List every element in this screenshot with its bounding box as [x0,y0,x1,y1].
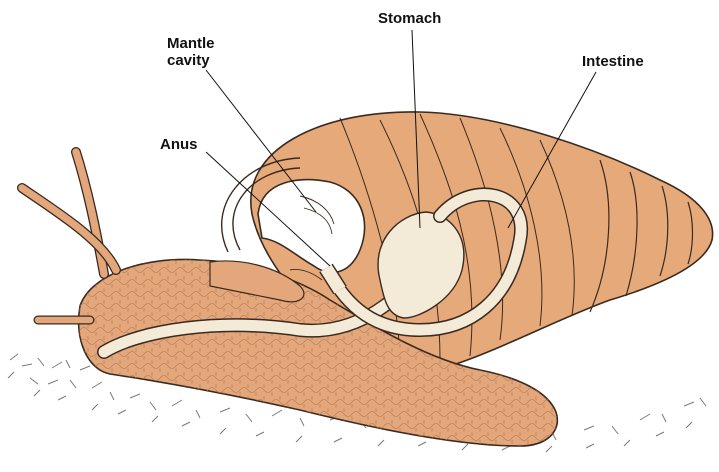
label-mantle-cavity: Mantle cavity [167,35,215,69]
label-mantle-line1: Mantle [167,35,215,52]
label-anus: Anus [160,136,198,153]
label-intestine: Intestine [582,53,644,70]
label-mantle-line2: cavity [167,52,215,69]
label-stomach: Stomach [378,10,441,27]
